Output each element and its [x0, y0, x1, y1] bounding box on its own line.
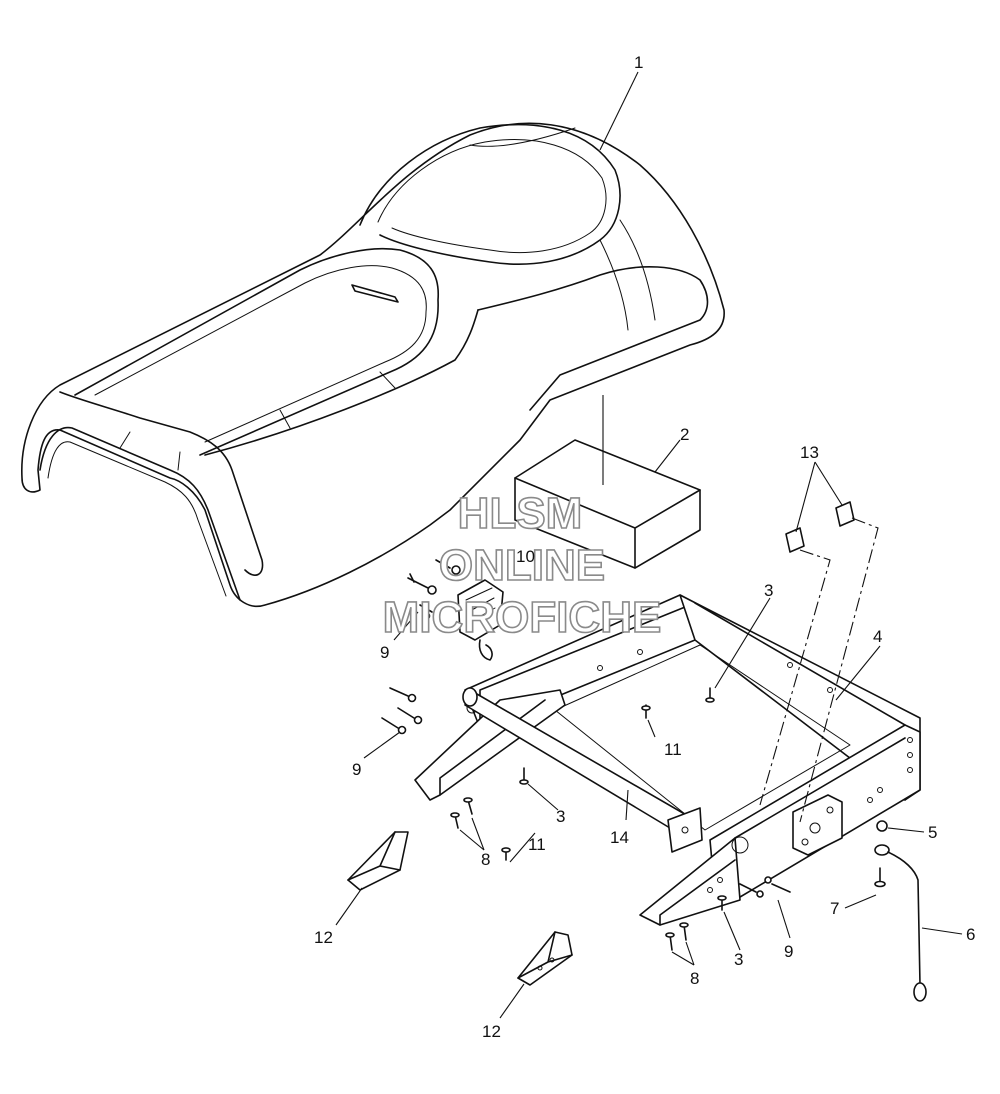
seat-front-face-inner — [47, 441, 227, 597]
seat-rear-seam — [469, 127, 656, 331]
watermark-line-2: ONLINE — [439, 541, 605, 590]
callout-8-left: 8 — [481, 850, 490, 869]
seat-front-cushion — [59, 391, 264, 576]
callout-3-front: 3 — [734, 950, 743, 969]
pad-body — [514, 439, 701, 569]
seat-outline — [21, 122, 725, 607]
callout-12-bottom: 12 — [482, 1022, 501, 1041]
watermark-line-3: MICROFICHE — [383, 593, 662, 642]
callout-10: 10 — [516, 547, 535, 566]
callout-11-center: 11 — [664, 740, 682, 759]
seat-front-face — [39, 426, 241, 601]
bracket-12b — [517, 931, 573, 986]
callout-9-front: 9 — [784, 942, 793, 961]
seat-top-panel — [74, 247, 440, 456]
bracket-12a — [347, 831, 409, 891]
frame-front-bracket-edge — [659, 859, 736, 926]
seat-assembly — [21, 122, 725, 607]
seat-rear-side — [477, 266, 709, 411]
callout-13: 13 — [800, 443, 819, 462]
callout-11-left: 11 — [528, 835, 546, 854]
callout-3: 3 — [764, 581, 773, 600]
latch-screws — [407, 559, 461, 621]
frame-front-bracket — [639, 837, 741, 926]
latch-body — [457, 579, 504, 641]
callout-5: 5 — [928, 823, 937, 842]
frame-rear-rail-edge — [479, 602, 696, 729]
seat-rear-hump-inner — [377, 139, 607, 254]
watermark-line-1: HLSM — [458, 489, 583, 538]
callout-9-latch: 9 — [380, 643, 389, 662]
seat-frame — [414, 594, 921, 926]
leader-lines — [335, 71, 963, 1019]
seat-top-panel-inner — [94, 265, 427, 443]
tube-bracket-right — [667, 807, 703, 853]
callout-2: 2 — [680, 425, 689, 444]
cross-tube — [462, 687, 703, 853]
seat-rear-hump — [359, 123, 621, 265]
watermark: HLSM ONLINE MICROFICHE — [382, 488, 662, 643]
callout-12-left: 12 — [314, 928, 333, 947]
callout-1: 1 — [634, 53, 643, 72]
foam-pad — [514, 395, 701, 569]
frame-hinge-plate — [792, 794, 843, 856]
frame-left-bracket — [414, 689, 566, 801]
assembly-lines — [759, 517, 879, 823]
frame-inner — [554, 644, 851, 831]
callout-14: 14 — [610, 828, 629, 847]
seat-front-seams — [119, 371, 396, 471]
tube-end-left — [462, 687, 478, 707]
callout-7: 7 — [830, 899, 839, 918]
latch-detail — [465, 587, 496, 623]
seat-side-seam — [204, 309, 479, 456]
seat-latch — [407, 559, 504, 661]
latch-hook — [478, 639, 493, 661]
clips-13 — [785, 501, 855, 553]
ground-strap — [874, 844, 927, 1002]
fasteners — [381, 687, 888, 951]
callout-3-left: 3 — [556, 807, 565, 826]
callouts: 1 2 3 4 5 6 7 3 3 8 8 9 9 9 10 11 11 12 … — [314, 53, 975, 1041]
tube-body — [464, 689, 696, 841]
callout-8-front: 8 — [690, 969, 699, 988]
callout-9-left: 9 — [352, 760, 361, 779]
seat-handle-slot — [351, 284, 399, 303]
pad-edge — [514, 477, 701, 569]
callout-4: 4 — [873, 627, 882, 646]
callout-6: 6 — [966, 925, 975, 944]
